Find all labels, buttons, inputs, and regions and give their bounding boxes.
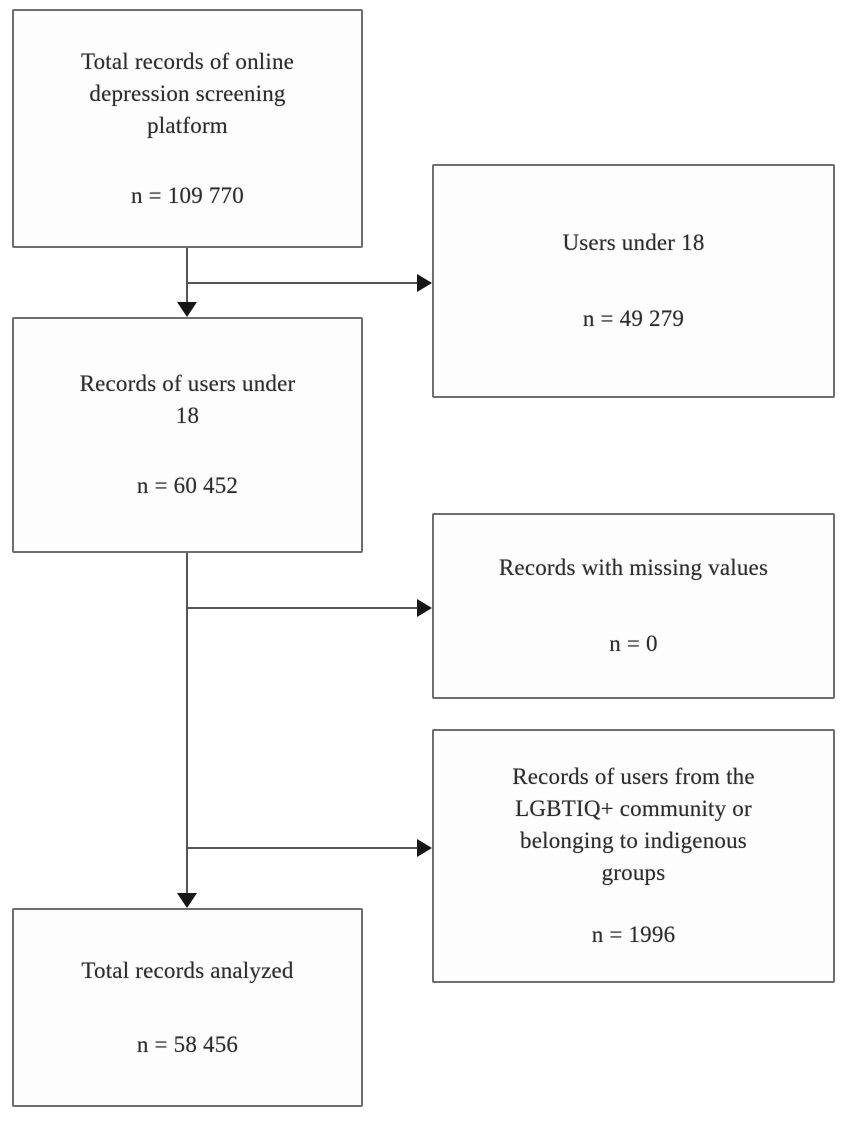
box-lgbtiq-indigenous: Records of users from the LGBTIQ+ commun… xyxy=(432,729,835,983)
box-lgbtiq-indigenous-count: n = 1996 xyxy=(591,922,676,947)
box-users-under-18-label: Users under 18 xyxy=(562,230,705,255)
box-missing-values-label: Records with missing values xyxy=(498,555,769,580)
connector-branch-users-under-18 xyxy=(186,282,420,284)
box-users-under-18-count: n = 49 279 xyxy=(582,306,685,331)
box-users-under-18: Users under 18 n = 49 279 xyxy=(432,164,835,398)
box-total-analyzed-count: n = 58 456 xyxy=(136,1031,239,1057)
arrow-right-icon xyxy=(417,274,432,292)
box-records-under-18-count: n = 60 452 xyxy=(136,473,239,498)
box-missing-values: Records with missing values n = 0 xyxy=(432,513,835,699)
box-total-records-count: n = 109 770 xyxy=(131,182,244,208)
box-total-records: Total records of online depression scree… xyxy=(12,9,363,248)
arrow-right-icon xyxy=(417,839,432,857)
connector-branch-missing-values xyxy=(186,607,420,609)
connector-total-to-under18 xyxy=(186,248,188,304)
connector-branch-lgbtiq xyxy=(186,847,420,849)
arrow-right-icon xyxy=(417,599,432,617)
box-missing-values-count: n = 0 xyxy=(609,631,658,656)
connector-under18-to-analyzed xyxy=(186,553,188,895)
box-total-analyzed-label: Total records analyzed xyxy=(81,957,294,983)
box-total-records-label: Total records of online depression scree… xyxy=(80,48,295,138)
box-records-under-18: Records of users under 18 n = 60 452 xyxy=(12,317,363,553)
box-records-under-18-label: Records of users under 18 xyxy=(79,371,296,428)
box-lgbtiq-indigenous-label: Records of users from the LGBTIQ+ commun… xyxy=(512,764,755,885)
arrow-down-icon xyxy=(177,302,197,317)
arrow-down-icon xyxy=(177,893,197,908)
box-total-analyzed: Total records analyzed n = 58 456 xyxy=(12,908,363,1107)
